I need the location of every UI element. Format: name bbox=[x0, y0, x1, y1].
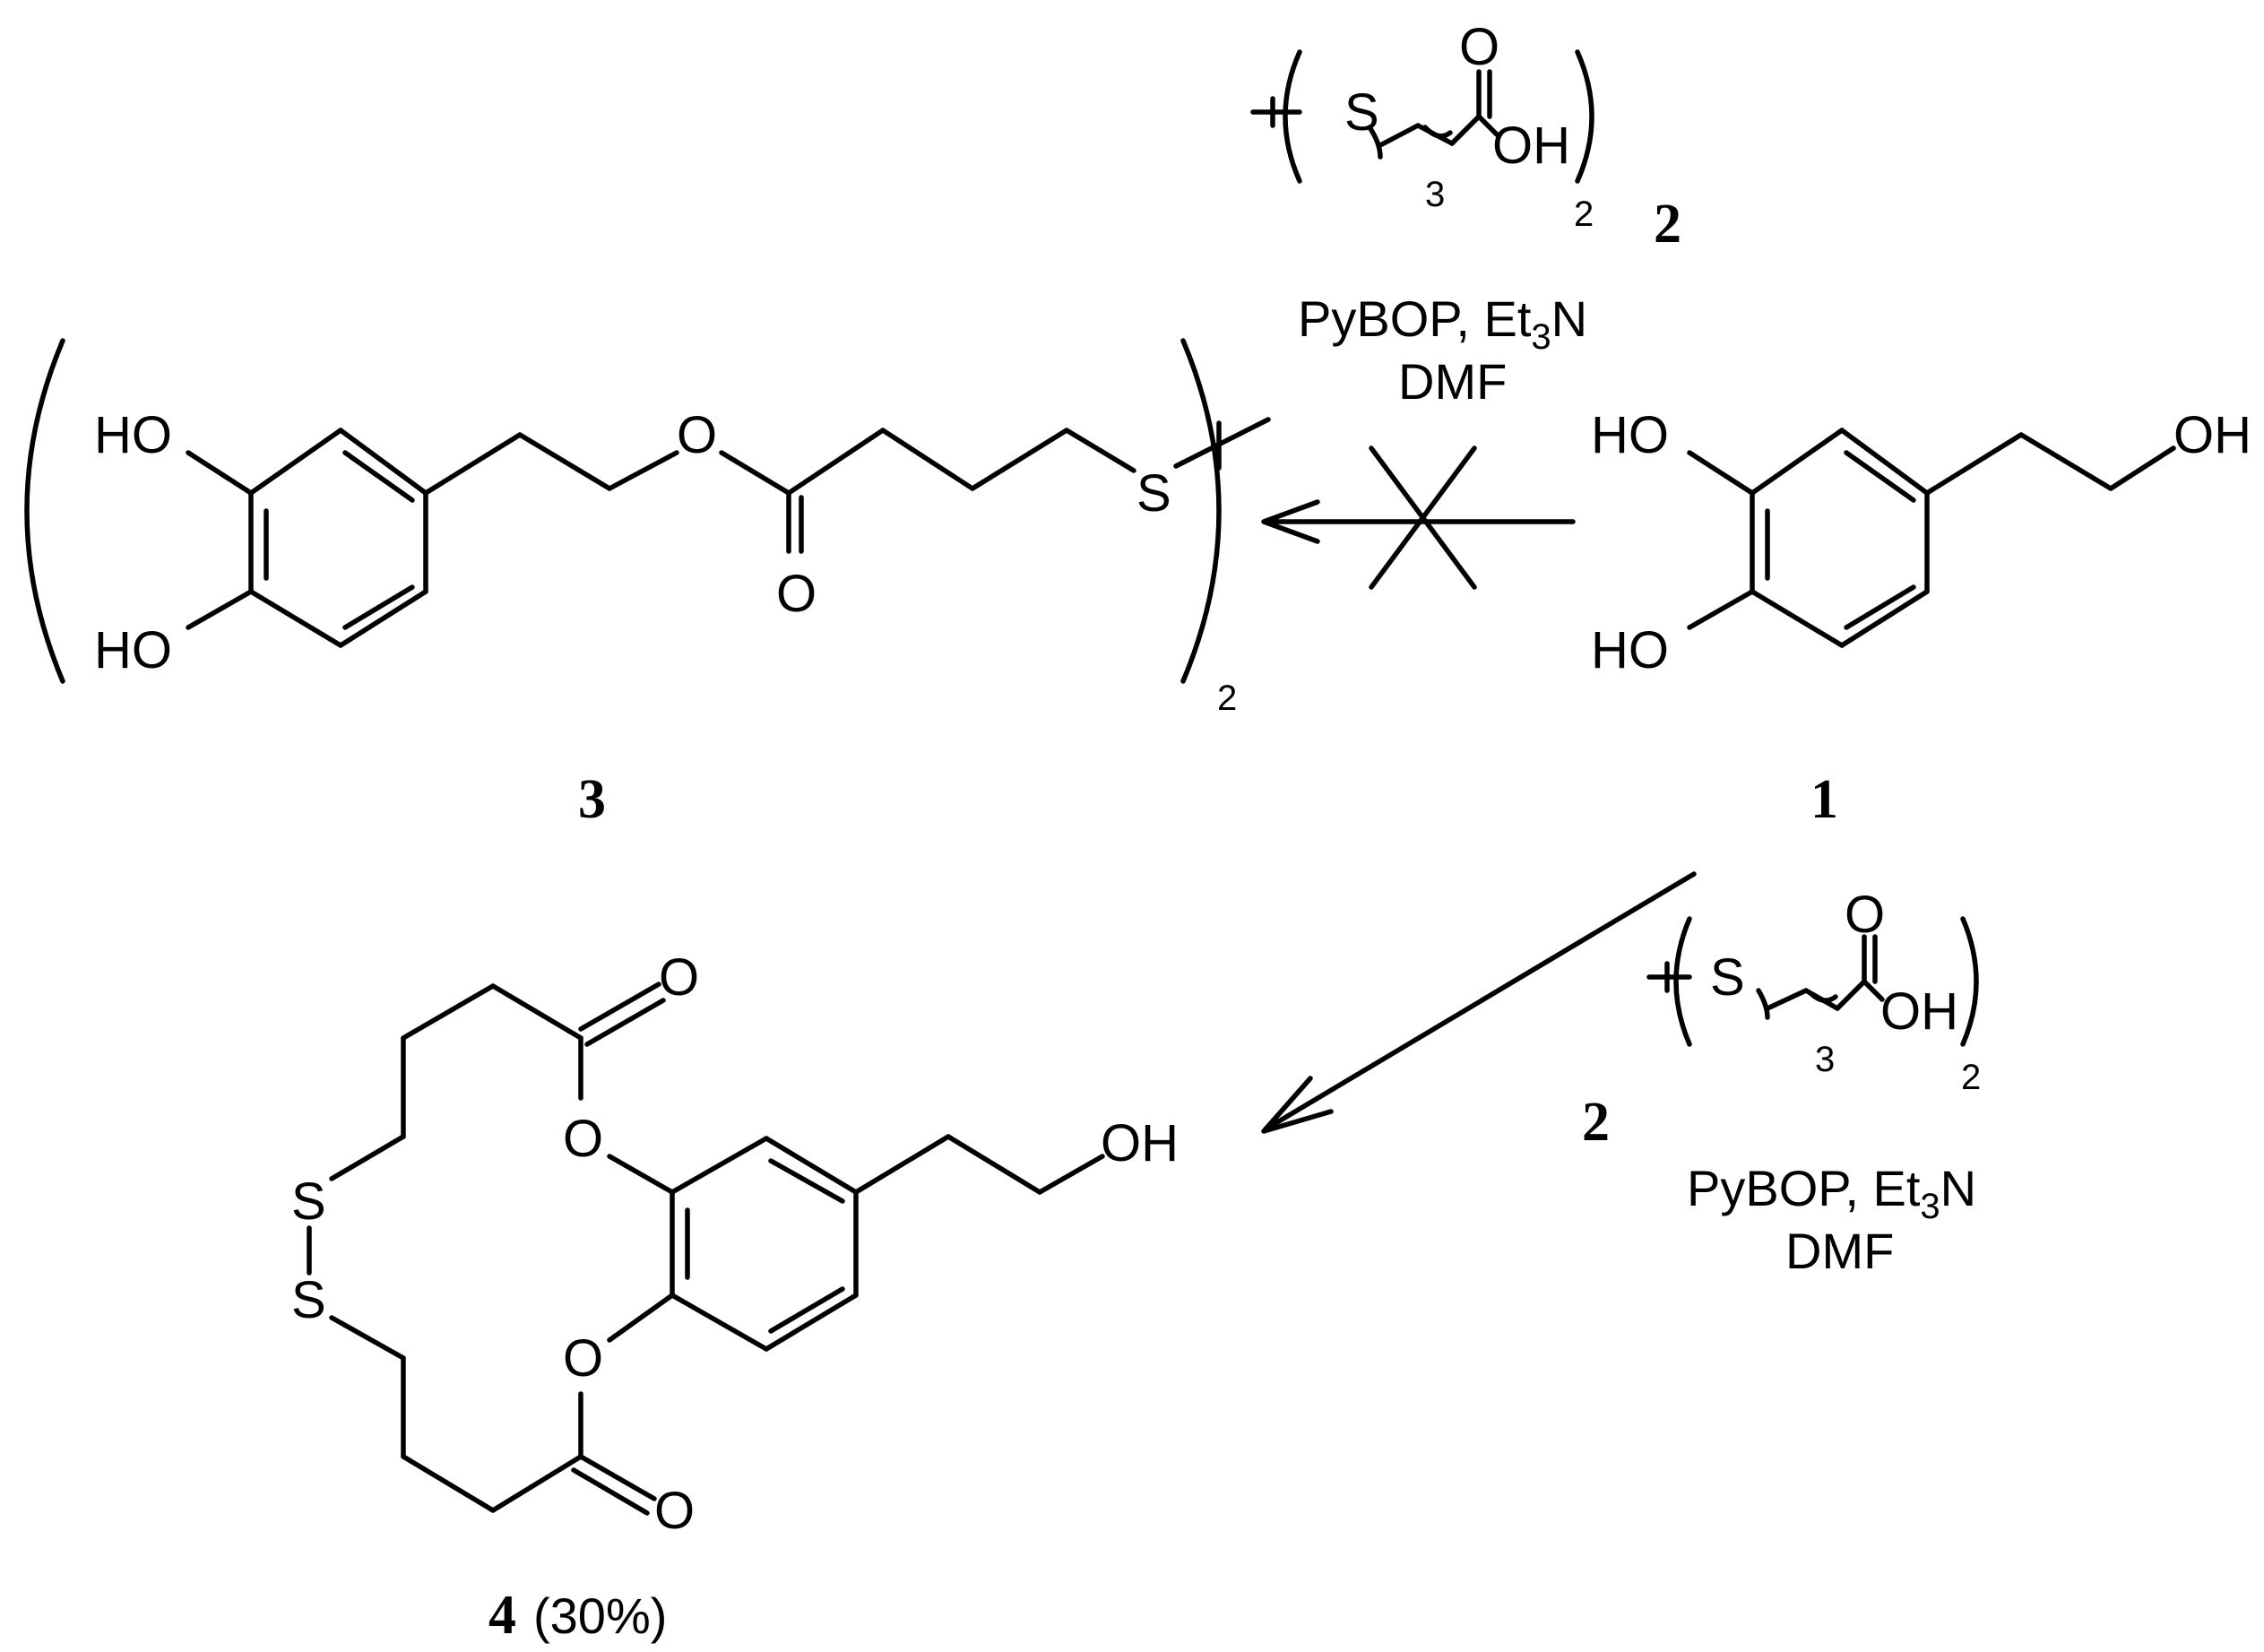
repeat-count: 3 bbox=[1815, 1040, 1835, 1079]
hydroxyl-label: HO bbox=[94, 621, 172, 679]
compound-label-3: 3 bbox=[578, 769, 606, 830]
hydroxyl-label: OH bbox=[1492, 117, 1570, 175]
carbonyl-oxygen-label: O bbox=[659, 948, 699, 1007]
dimer-subscript: 2 bbox=[1217, 679, 1237, 718]
carbonyl-oxygen-label: O bbox=[776, 565, 817, 623]
hydroxyl-label: HO bbox=[1591, 621, 1669, 679]
reagent-conditions-bottom-line2: DMF bbox=[1785, 1223, 1894, 1279]
carbonyl-oxygen-label: O bbox=[1845, 886, 1885, 944]
reagent-conditions-top-line2: DMF bbox=[1398, 353, 1507, 410]
reagent-text: PyBOP, Et bbox=[1687, 1160, 1921, 1216]
ester-oxygen-label: O bbox=[677, 406, 717, 464]
sulfur-label: S bbox=[1136, 464, 1171, 523]
hydroxyl-label: HO bbox=[94, 406, 172, 464]
reagent-subscript: 3 bbox=[1920, 1187, 1940, 1226]
compound-label-4: 4 bbox=[488, 1585, 516, 1646]
compound-label-1: 1 bbox=[1810, 769, 1838, 830]
reagent-text: N bbox=[1551, 290, 1587, 347]
hydroxyl-label: OH bbox=[2173, 406, 2251, 464]
reagent-conditions-bottom-line1: PyBOP, Et3N bbox=[1687, 1160, 1976, 1226]
sulfur-label: S bbox=[291, 1271, 326, 1329]
dimer-subscript: 2 bbox=[1961, 1058, 1981, 1097]
dimer-subscript: 2 bbox=[1574, 195, 1594, 234]
sulfur-label: S bbox=[1710, 948, 1745, 1007]
compound-3-structure: HO HO O O S 2 bbox=[24, 338, 1271, 718]
reagent-text: PyBOP, Et bbox=[1298, 290, 1532, 347]
product-yield: (30%) bbox=[533, 1587, 667, 1644]
carbonyl-oxygen-label: O bbox=[654, 1482, 695, 1540]
carbonyl-oxygen-label: O bbox=[1459, 18, 1499, 76]
repeat-count: 3 bbox=[1425, 175, 1445, 214]
ester-oxygen-label: O bbox=[563, 1110, 603, 1168]
reagent-conditions-top-line1: PyBOP, Et3N bbox=[1298, 290, 1587, 357]
compound-1-structure: HO HO OH bbox=[1591, 406, 2251, 679]
hydroxyl-label: OH bbox=[1880, 982, 1958, 1041]
reaction-arrow bbox=[1261, 871, 1697, 1134]
hydroxyl-label: OH bbox=[1101, 1114, 1179, 1172]
compound-label-2-bottom: 2 bbox=[1582, 1092, 1610, 1153]
hydroxyl-label: HO bbox=[1591, 406, 1669, 464]
reagent-2-structure-top: S O OH 3 2 bbox=[1250, 18, 1594, 234]
compound-label-2-top: 2 bbox=[1654, 194, 1681, 255]
ester-oxygen-label: O bbox=[563, 1329, 603, 1388]
compound-4-structure: O S S O O O OH bbox=[291, 948, 1179, 1540]
sulfur-label: S bbox=[291, 1172, 326, 1231]
reagent-subscript: 3 bbox=[1531, 317, 1551, 357]
reagent-2-structure-bottom: S O OH 3 2 bbox=[1646, 886, 1981, 1097]
blocked-reaction-arrow bbox=[1261, 445, 1576, 590]
reagent-text: N bbox=[1940, 1160, 1976, 1216]
